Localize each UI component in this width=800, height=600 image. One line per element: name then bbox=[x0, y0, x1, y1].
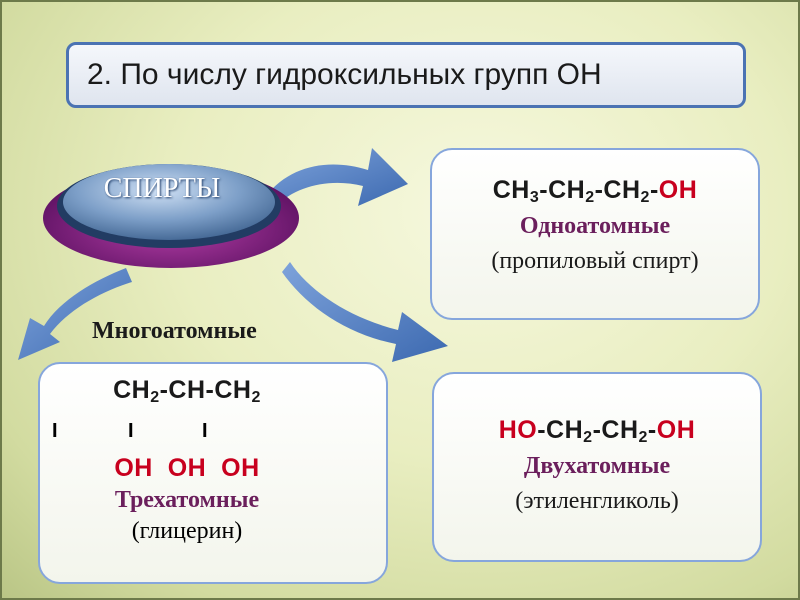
propanol-formula: CH3-CH2-CH2-OH bbox=[492, 176, 698, 206]
page-title: 2. По числу гидроксильных групп ОН bbox=[66, 42, 746, 108]
monohydric-name: (пропиловый спирт) bbox=[491, 248, 699, 274]
alcohols-badge bbox=[43, 164, 299, 268]
bond-bar-1: I bbox=[52, 420, 58, 442]
trihydric-card: CH2-CH-CH2 bbox=[38, 362, 388, 584]
alcohols-badge-label: СПИРТЫ bbox=[103, 173, 221, 204]
hydroxyl-group-left: HO bbox=[498, 416, 538, 444]
glycerol-hydroxyls: OH OH OH bbox=[114, 454, 260, 482]
dihydric-name: (этиленгликоль) bbox=[515, 488, 679, 514]
glycerol-bonds: I I I bbox=[40, 420, 270, 444]
dihydric-type: Двухатомные bbox=[523, 453, 671, 479]
trihydric-type: Трехатомные bbox=[114, 487, 260, 513]
glycerol-formula: CH2-CH-CH2 bbox=[113, 376, 261, 406]
bond-bar-2: I bbox=[128, 420, 134, 442]
dihydric-card: HO-CH2-CH2-OH Двухатомные (этиленгликоль… bbox=[432, 372, 762, 562]
monohydric-card: CH3-CH2-CH2-OH Одноатомные (пропиловый с… bbox=[430, 148, 760, 320]
arrow-to-dihydric bbox=[282, 262, 448, 362]
trihydric-name: (глицерин) bbox=[131, 518, 243, 544]
ethylene-glycol-formula: HO-CH2-CH2-OH bbox=[498, 416, 696, 446]
hydroxyl-group-right: OH bbox=[656, 416, 696, 444]
arrow-to-trihydric bbox=[18, 268, 132, 360]
page-title-text: 2. По числу гидроксильных групп ОН bbox=[87, 58, 602, 91]
polyatomic-label: Многоатомные bbox=[92, 318, 257, 344]
arrow-to-monohydric bbox=[266, 148, 408, 206]
monohydric-type: Одноатомные bbox=[519, 213, 671, 239]
bond-bar-3: I bbox=[202, 420, 208, 442]
hydroxyl-group: OH bbox=[658, 176, 698, 204]
